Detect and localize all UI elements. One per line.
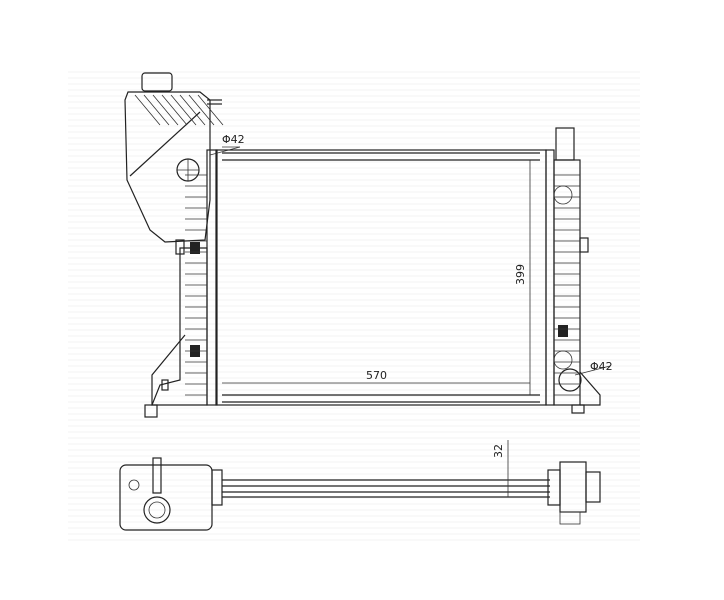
core-depth-label: 32 xyxy=(492,444,505,458)
hatch-line xyxy=(143,94,170,126)
top-view: 32 xyxy=(119,440,601,531)
left-tank xyxy=(144,149,218,418)
hatch-line xyxy=(161,94,188,126)
hatch-line xyxy=(134,94,161,126)
core-height-label: 399 xyxy=(514,264,527,285)
hatch-line xyxy=(197,94,224,126)
front-view: Φ42 399 570 Φ42 xyxy=(124,72,613,418)
dimension-lines xyxy=(209,146,611,395)
hatch-line xyxy=(179,94,206,126)
hatch-line xyxy=(188,94,215,126)
radiator-core xyxy=(215,149,547,406)
core-width-label: 570 xyxy=(366,369,387,382)
hatch-line xyxy=(152,94,179,126)
expansion-tank xyxy=(124,72,224,243)
inlet-diameter-label: Φ42 xyxy=(222,133,245,146)
hatch-line xyxy=(170,94,197,126)
outlet-diameter-label: Φ42 xyxy=(590,360,613,373)
right-tank xyxy=(545,127,601,414)
